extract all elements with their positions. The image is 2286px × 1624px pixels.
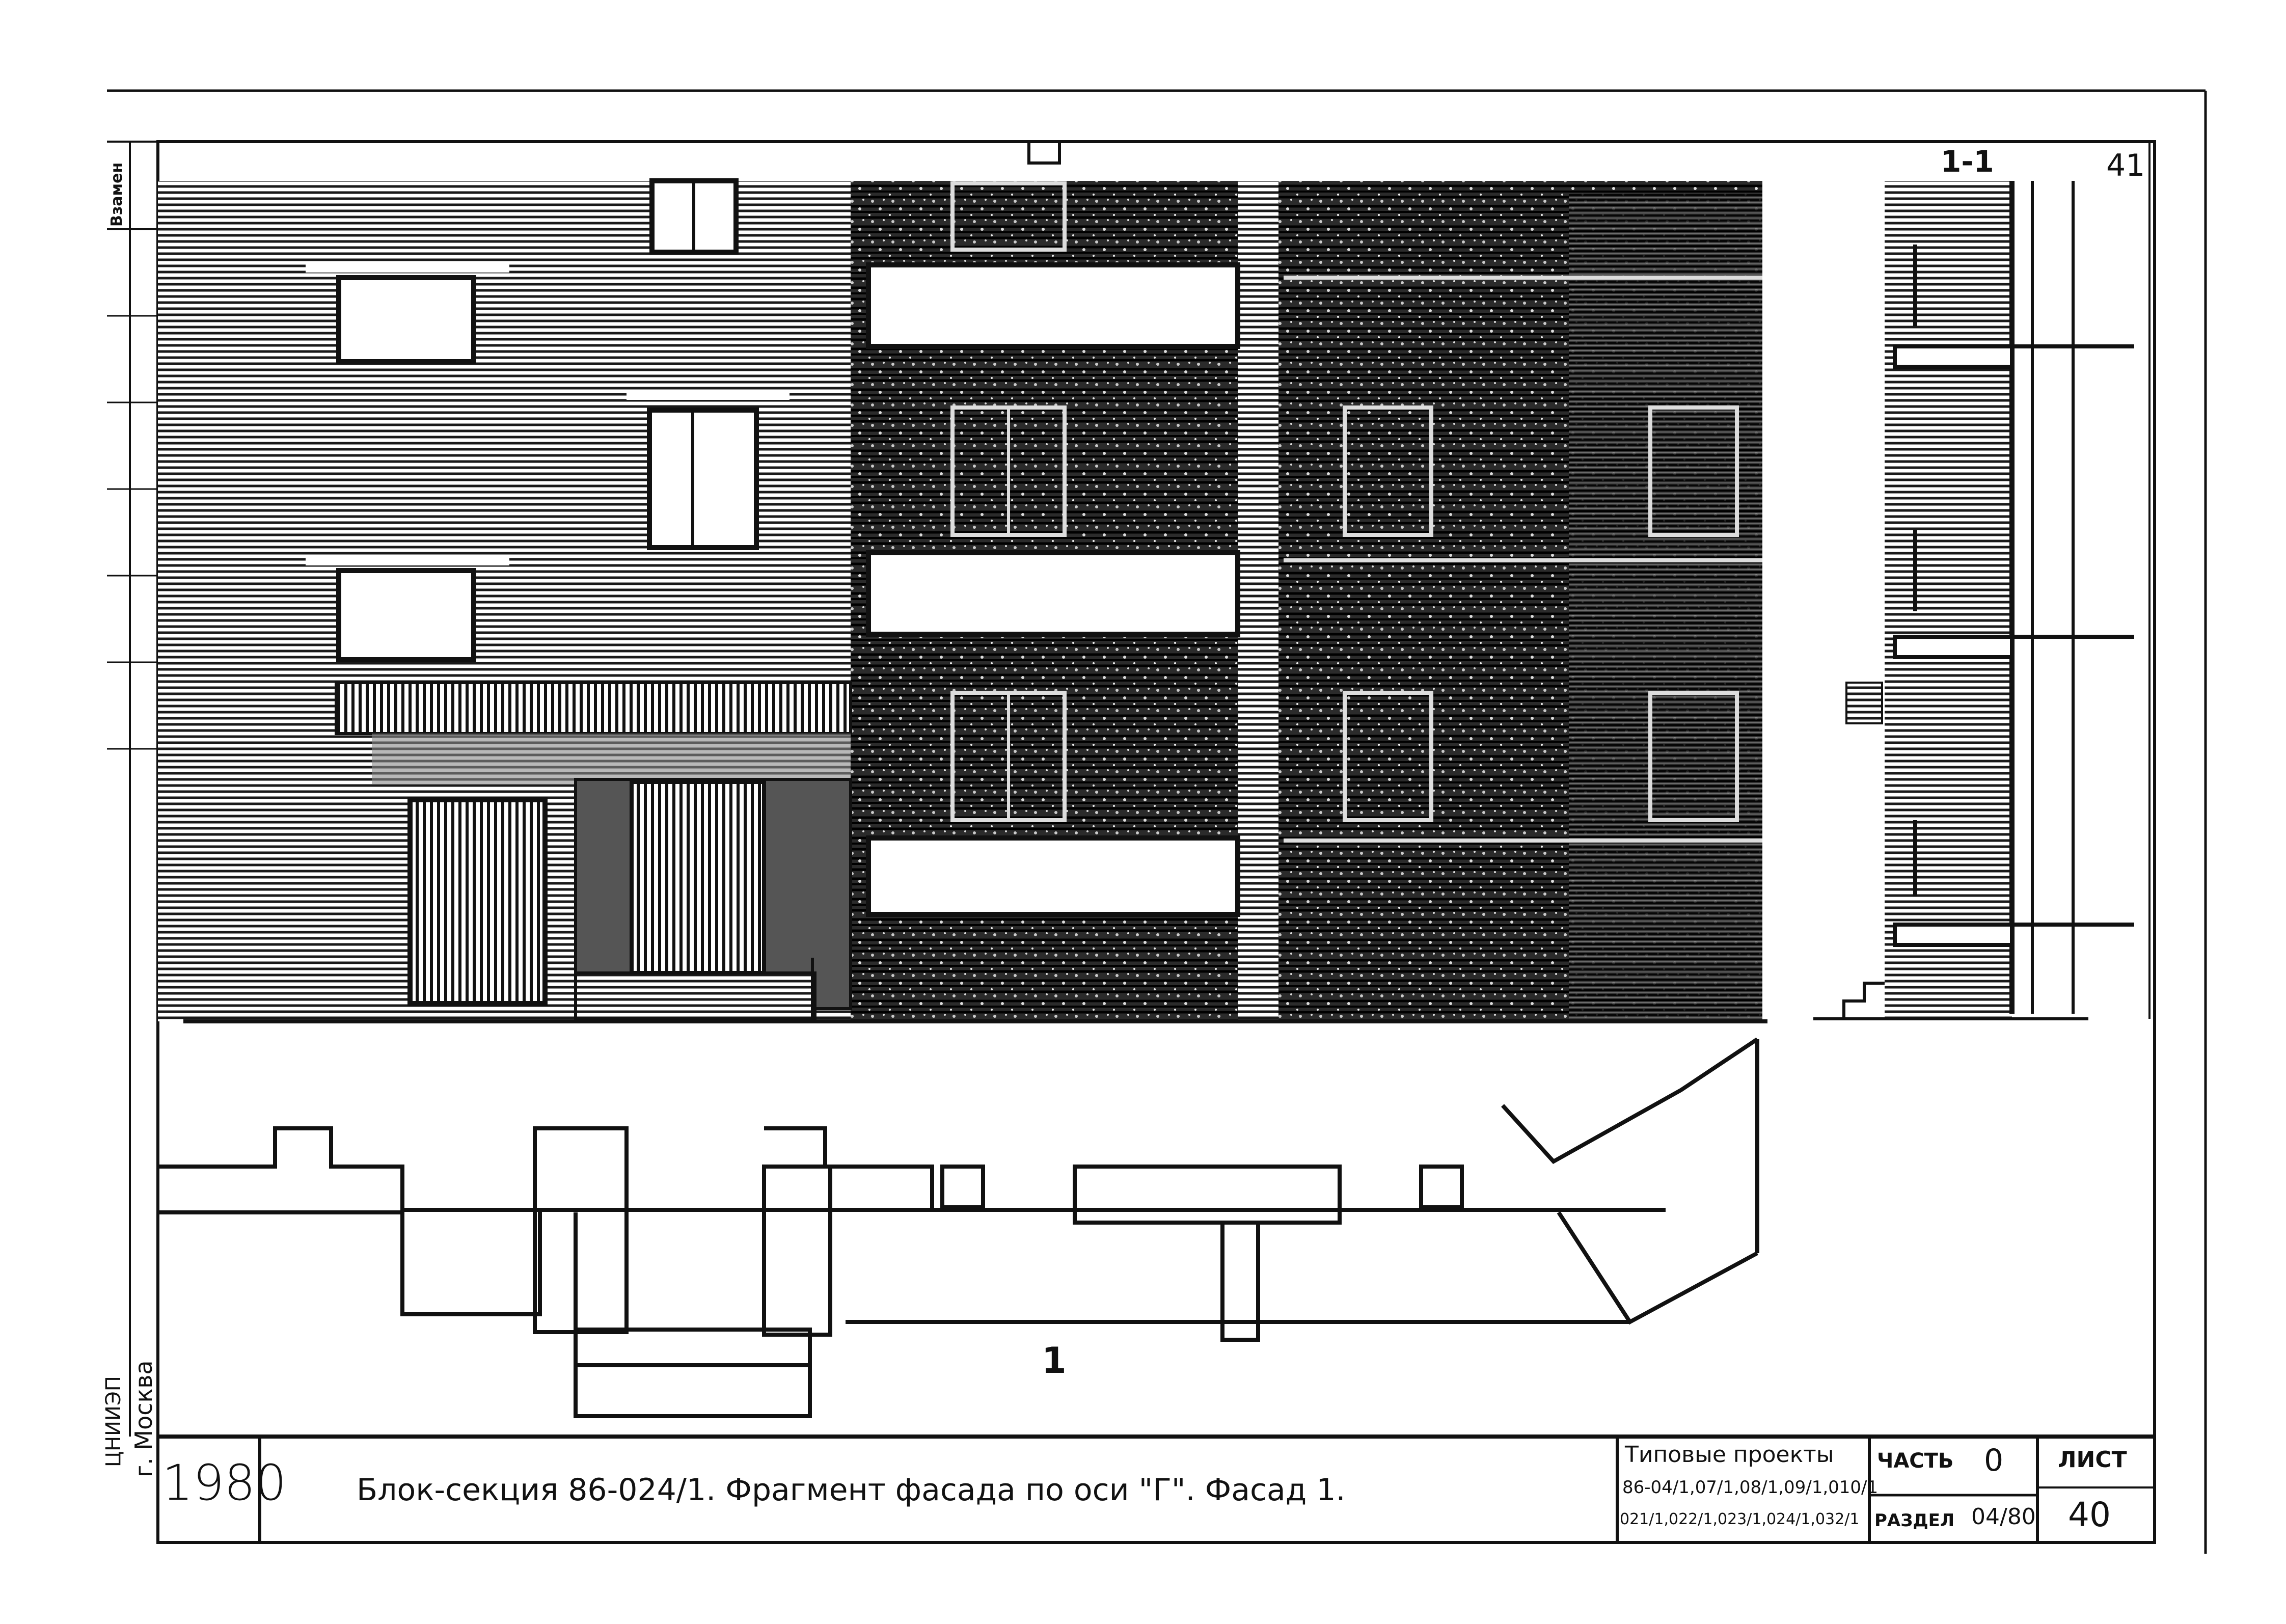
facade-elevation bbox=[158, 142, 1767, 1023]
sheet-number-top: 41 bbox=[2106, 148, 2145, 183]
title-block bbox=[158, 1434, 2155, 1542]
section-field-value: 04/80 bbox=[1971, 1504, 2036, 1530]
series-line2: 86-04/1,07/1,08/1,09/1,010/1 bbox=[1622, 1477, 1879, 1498]
list-value: 40 bbox=[2068, 1495, 2111, 1534]
stamp-org: ЦНИИЭП bbox=[102, 1376, 125, 1467]
section-field-label: раздел bbox=[1874, 1510, 1955, 1531]
series-line3: 021/1,022/1,023/1,024/1,032/1 bbox=[1620, 1510, 1860, 1528]
part-value: 0 bbox=[1984, 1443, 2004, 1478]
section-mark: 1 bbox=[1042, 1340, 1067, 1382]
stamp-vzamen: Взамен bbox=[108, 162, 126, 227]
section-label: 1-1 bbox=[1941, 144, 1994, 179]
stamp-city: г. Москва bbox=[130, 1360, 157, 1477]
floor-plan bbox=[158, 1037, 1759, 1418]
drawing-title: Блок-секция 86-024/1. Фрагмент фасада по… bbox=[357, 1472, 1346, 1508]
section-1-1 bbox=[1813, 142, 2151, 1021]
part-label: часть bbox=[1877, 1449, 1954, 1473]
year: 1980 bbox=[162, 1454, 287, 1511]
series-line1: Типовые проекты bbox=[1625, 1442, 1834, 1468]
list-label: лист bbox=[2058, 1447, 2127, 1473]
